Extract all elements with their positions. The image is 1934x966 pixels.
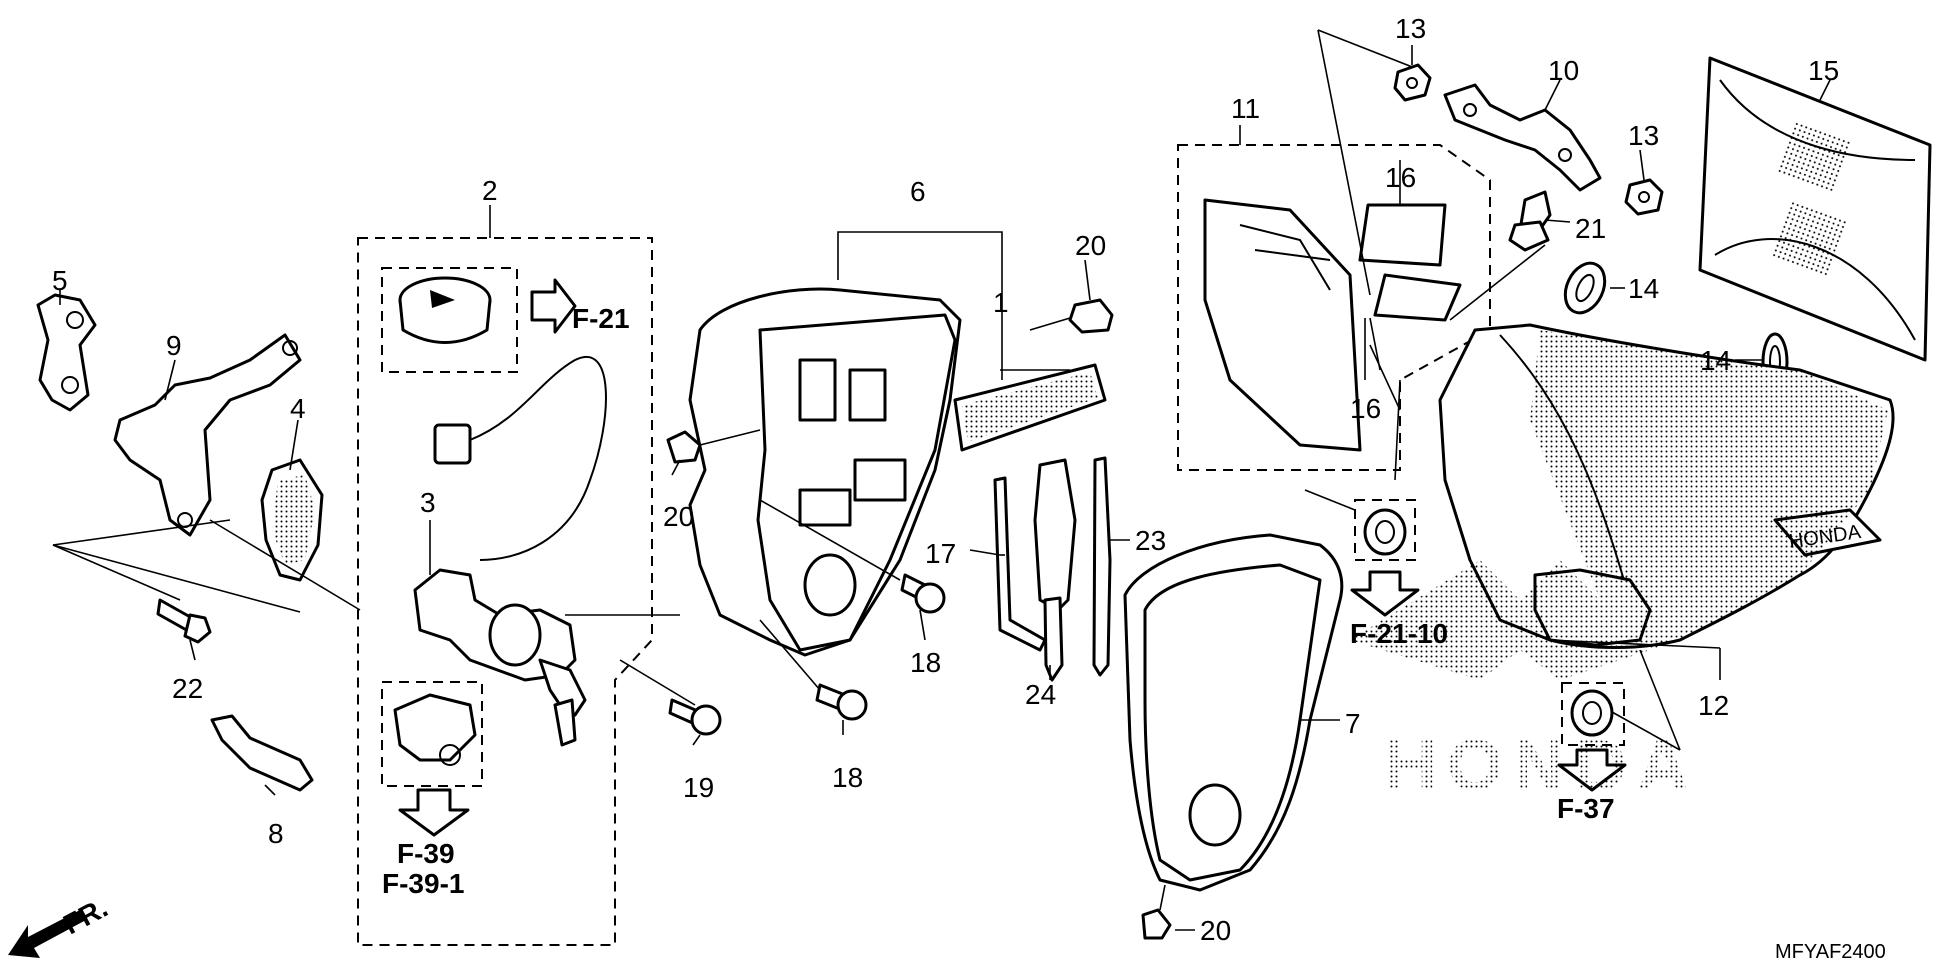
clip-20c (1141, 908, 1172, 940)
screwdriver-24 (1033, 458, 1077, 682)
callout-23: 23 (1135, 525, 1166, 556)
grommet-inset-box (1354, 499, 1416, 561)
arrow-f21-10 (1350, 570, 1420, 617)
callout-15: 15 (1808, 55, 1839, 86)
arrow-f39 (398, 788, 470, 837)
pad-1 (953, 363, 1107, 452)
callout-6: 6 (910, 176, 926, 207)
group-2-outline (357, 237, 653, 946)
honda-watermark: HONDA (1350, 560, 1699, 806)
bolt-19 (668, 698, 722, 736)
callout-16-b: 16 (1350, 393, 1381, 424)
bracket-9 (113, 333, 302, 537)
grommet-f37 (1570, 689, 1614, 737)
callout-19: 19 (683, 772, 714, 803)
callout-12: 12 (1698, 690, 1729, 721)
bracket-10 (1443, 83, 1602, 192)
callout-20-c: 20 (1200, 915, 1231, 946)
callout-9: 9 (166, 330, 182, 361)
screwdriver-23 (1092, 456, 1112, 677)
grommet-f21-10 (1363, 508, 1407, 556)
callout-18-a: 18 (910, 647, 941, 678)
nut-13b (1624, 178, 1664, 216)
nut-13a (1393, 63, 1432, 102)
cover-7 (1123, 533, 1344, 892)
group-11-outline (1177, 144, 1491, 471)
watermark-text: HONDA (1385, 726, 1699, 806)
callout-11: 11 (1231, 93, 1260, 124)
diagram-code: MFYAF2400 (1775, 941, 1886, 963)
cap-f21 (398, 276, 492, 344)
cover-f39 (393, 693, 477, 766)
panel-11 (1203, 198, 1362, 452)
bolt-22 (156, 598, 212, 644)
callout-10: 10 (1548, 55, 1579, 86)
front-label: FR. (58, 892, 112, 941)
callout-14-b: 14 (1700, 345, 1731, 376)
callout-8: 8 (268, 818, 284, 849)
switch-4 (260, 458, 324, 582)
callout-7: 7 (1345, 708, 1361, 739)
cap-inset-box (381, 267, 518, 373)
callout-21: 21 (1575, 213, 1606, 244)
callout-13-b: 13 (1628, 120, 1659, 151)
ref-f37: F-37 (1557, 793, 1615, 824)
tool-case-6 (688, 287, 962, 657)
callout-4: 4 (290, 393, 306, 424)
key-8 (210, 714, 314, 792)
callout-20-a: 20 (1075, 230, 1106, 261)
ref-f39-1: F-39-1 (382, 868, 464, 899)
clip-20b (666, 430, 702, 464)
plate-5 (36, 293, 97, 412)
bolt-18a (900, 573, 946, 614)
callout-22: 22 (172, 673, 203, 704)
front-arrow: FR. (8, 892, 113, 958)
grommet-inset-box-2 (1561, 682, 1625, 746)
callout-1: 1 (993, 287, 1009, 318)
connector-wire (433, 356, 607, 561)
ignition-switch-3 (413, 568, 587, 747)
pad-16b (1373, 273, 1462, 322)
callout-3: 3 (420, 487, 436, 518)
callout-24: 24 (1025, 679, 1056, 710)
bolt-18b (815, 683, 868, 721)
arrow-f37 (1557, 748, 1627, 792)
callout-17: 17 (925, 538, 956, 569)
callout-2: 2 (482, 175, 498, 206)
arrow-f21 (530, 278, 577, 334)
ref-f21-10: F-21-10 (1350, 618, 1448, 649)
sheet-15 (1698, 56, 1932, 362)
ref-f39: F-39 (397, 838, 455, 869)
callout-14-a: 14 (1628, 273, 1659, 304)
callout-18-b: 18 (832, 762, 863, 793)
callout-16-a: 16 (1385, 162, 1416, 193)
pad-16a (1358, 203, 1447, 267)
clip-20a (1068, 298, 1114, 334)
grommet-14a (1563, 261, 1607, 315)
callout-20-b: 20 (663, 501, 694, 532)
callout-5: 5 (52, 265, 68, 296)
ref-f21: F-21 (572, 303, 630, 334)
callout-13-a: 13 (1395, 13, 1426, 44)
bolt-21 (1508, 190, 1552, 252)
